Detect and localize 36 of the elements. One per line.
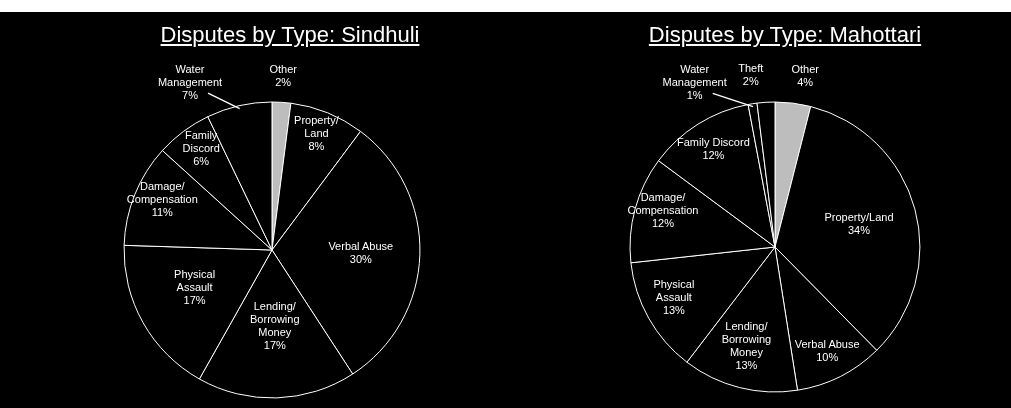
category-label: Family Discord <box>676 135 751 149</box>
category-label: Water Management <box>156 63 224 90</box>
category-label: Physical Assault <box>652 278 696 304</box>
value-label: 8% <box>308 140 325 154</box>
value-label: 13% <box>735 359 758 373</box>
value-label: 6% <box>193 155 210 169</box>
category-label: Verbal Abuse <box>793 337 861 351</box>
value-label: 13% <box>662 304 685 317</box>
value-label: 12% <box>652 216 674 230</box>
category-label: Physical Assault <box>173 267 217 294</box>
value-label: 34% <box>848 224 870 238</box>
value-label: 11% <box>151 205 173 219</box>
value-label: 10% <box>816 350 839 364</box>
category-label: Other <box>268 62 298 76</box>
category-label: Verbal Abuse <box>327 239 395 253</box>
value-label: 1% <box>686 89 703 103</box>
value-label: 30% <box>349 252 372 266</box>
category-label: Other <box>790 62 820 76</box>
category-label: Damage/ Compensation <box>626 190 700 217</box>
value-label: 12% <box>702 148 725 162</box>
value-label: 17% <box>263 338 286 352</box>
value-label: 4% <box>797 75 814 89</box>
chart-title: Disputes by Type: Sindhuli <box>160 22 420 48</box>
category-label: Water Management <box>661 63 728 90</box>
category-label: Family Discord <box>181 129 221 156</box>
category-label: Damage/ Compensation <box>125 179 199 206</box>
chart-title: Disputes by Type: Mahottari <box>648 22 922 48</box>
category-label: Theft <box>737 61 765 75</box>
value-label: 7% <box>182 89 198 103</box>
category-label: Property/Land <box>823 211 895 225</box>
value-label: 2% <box>742 74 759 88</box>
value-label: 2% <box>275 75 292 89</box>
category-label: Lending/ Borrowing Money <box>720 320 773 360</box>
category-label: Lending/ Borrowing Money <box>249 299 301 339</box>
value-label: 17% <box>183 293 206 307</box>
category-label: Property/ Land <box>293 114 340 141</box>
